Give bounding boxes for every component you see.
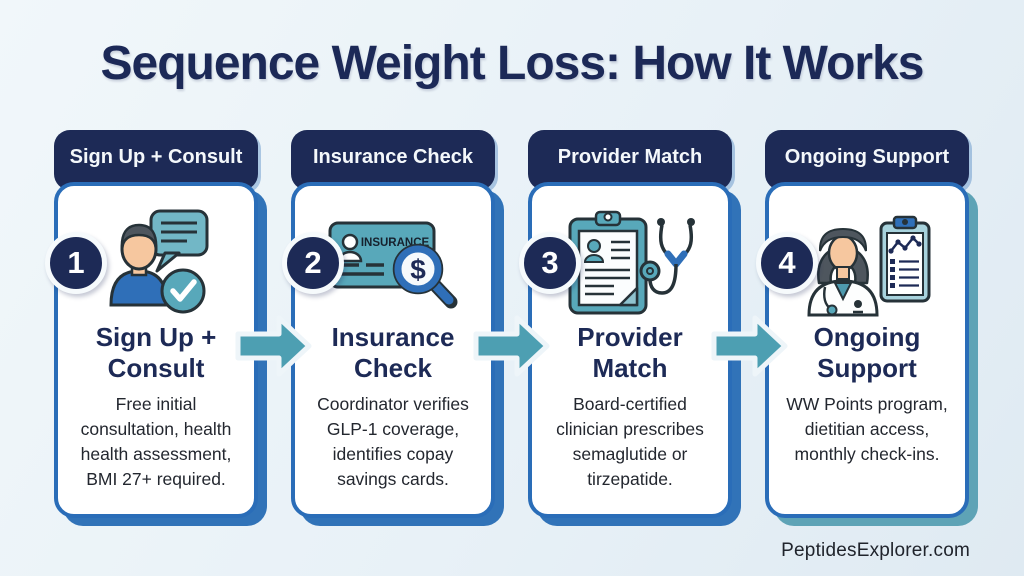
step-title: Provider Match <box>577 322 683 383</box>
step-number-badge: 3 <box>519 232 581 294</box>
step-tab: Insurance Check <box>291 130 495 190</box>
step-description: Board-certified clinician prescribes sem… <box>556 394 704 489</box>
step-number-badge: 4 <box>756 232 818 294</box>
step-tab: Provider Match <box>528 130 732 190</box>
right-arrow-icon <box>711 315 788 377</box>
step-title: Insurance Check <box>331 322 455 383</box>
step-title: Sign Up + Consult <box>95 322 217 383</box>
step-tab: Ongoing Support <box>765 130 969 190</box>
step-panel: 1 Sign Up + Consult Free initial co <box>45 182 258 518</box>
step-panel: 2 INSURANCE $ Insurance Check <box>282 182 495 518</box>
step-card-provider: Provider Match 3 <box>519 130 732 530</box>
insurance-card-magnifier-icon: INSURANCE $ <box>301 194 485 320</box>
doctor-progress-clipboard-icon <box>775 194 959 320</box>
right-arrow-icon <box>235 315 312 377</box>
step-number-badge: 1 <box>45 232 107 294</box>
step-card-signup: Sign Up + Consult 1 Sign Up + <box>45 130 258 530</box>
step-panel: 4 <box>756 182 969 518</box>
svg-text:$: $ <box>410 254 426 285</box>
step-description: Free initial consultation, health health… <box>80 394 232 489</box>
step-card-support: Ongoing Support 4 <box>756 130 969 530</box>
step-tab: Sign Up + Consult <box>54 130 258 190</box>
right-arrow-icon <box>473 315 550 377</box>
source-credit: PeptidesExplorer.com <box>781 540 970 561</box>
step-description: Coordinator verifies GLP-1 coverage, ide… <box>317 394 469 489</box>
person-chat-check-icon <box>64 194 248 320</box>
step-title: Ongoing Support <box>813 322 921 383</box>
step-number-badge: 2 <box>282 232 344 294</box>
step-description: WW Points program, dietitian access, mon… <box>786 394 948 465</box>
page-title: Sequence Weight Loss: How It Works <box>100 37 924 90</box>
step-card-insurance: Insurance Check 2 INSURANCE $ <box>282 130 495 530</box>
step-panel: 3 <box>519 182 732 518</box>
clipboard-stethoscope-icon <box>538 194 722 320</box>
